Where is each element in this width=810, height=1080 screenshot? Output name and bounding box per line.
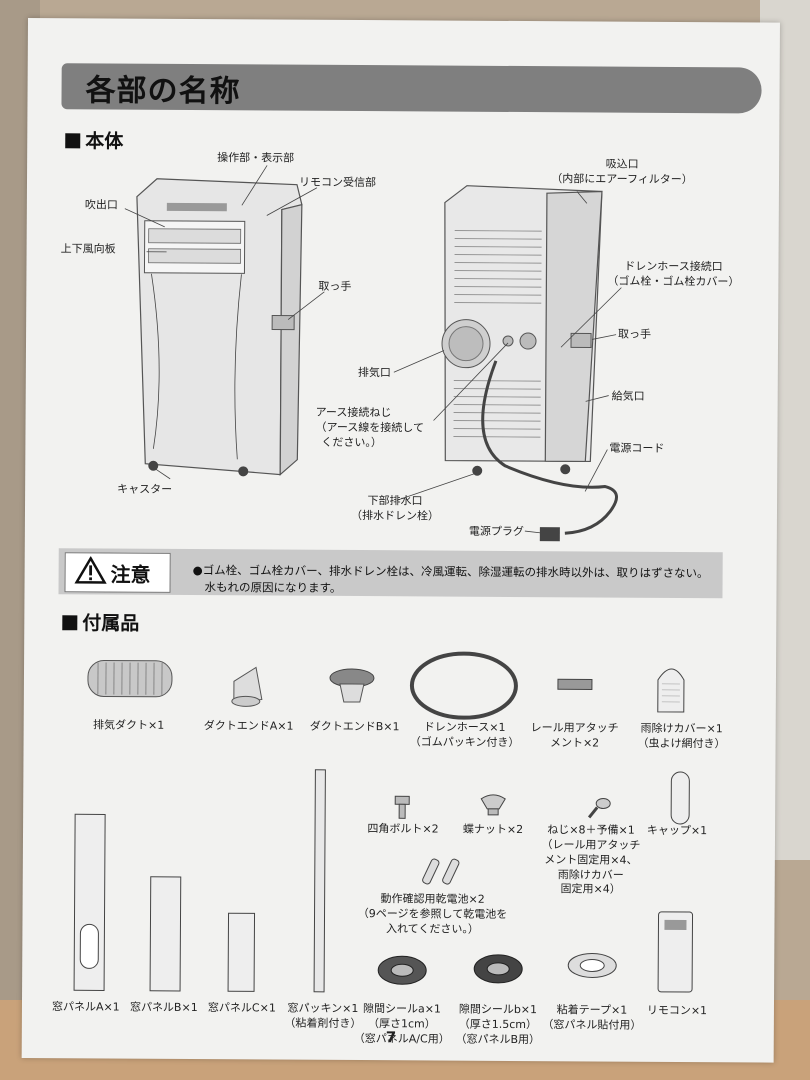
caution-text: ●ゴム栓、ゴム栓カバー、排水ドレン栓は、冷風運転、除湿運転の排水時以外は、取りは…	[192, 563, 709, 595]
window-panel-a-drawing	[73, 813, 106, 991]
screw-drawing	[587, 798, 611, 819]
exhaust-duct-drawing	[87, 659, 173, 698]
label-remote-receiver: リモコン受信部	[298, 175, 377, 190]
rail-attachment-drawing	[557, 678, 593, 690]
window-panel-c-drawing	[227, 912, 256, 992]
label-exhaust: 排気口	[357, 366, 391, 380]
acc-gap-seal-b: 隙間シールb×1 （厚さ1.5cm） （窓パネルB用）	[455, 1002, 541, 1046]
remote-drawing	[657, 911, 694, 993]
label-supply: 給気口	[611, 389, 645, 403]
label-control-panel: 操作部・表示部	[217, 151, 295, 165]
acc-window-panel-c: 窓パネルC×1	[207, 1001, 276, 1015]
label-outlet: 吹出口	[84, 198, 118, 212]
acc-duct-end-a: ダクトエンドA×1	[203, 719, 294, 733]
acc-wing-nut: 蝶ナット×2	[462, 822, 524, 837]
acc-remote: リモコン×1	[646, 1003, 708, 1018]
label-bottom-drain: 下部排水口 （排水ドレン栓）	[350, 494, 440, 523]
duct-end-a-drawing	[231, 666, 263, 707]
drain-hose-drawing	[409, 651, 518, 720]
acc-drain-hose: ドレンホース×1 （ゴムパッキン付き）	[409, 720, 520, 749]
label-back-handle: 取っ手	[618, 327, 652, 341]
adhesive-tape-drawing	[567, 952, 617, 978]
label-ground-screw: アース接続ねじ （アース線を接続して ください。）	[315, 405, 425, 449]
label-power-plug: 電源プラグ	[468, 524, 524, 539]
acc-screws: ねじ×8＋予備×1 （レール用アタッチ メント固定用×4、 雨除けカバー 固定用…	[541, 823, 641, 897]
acc-cap: キャップ×1	[646, 823, 708, 838]
front-unit-drawing	[136, 178, 303, 477]
label-drain-hose-port: ドレンホース接続口 （ゴム栓・ゴム栓カバー）	[607, 259, 740, 289]
acc-duct-end-b: ダクトエンドB×1	[309, 719, 400, 734]
acc-window-panel-a: 窓パネルA×1	[51, 1000, 120, 1014]
wing-nut-drawing	[480, 794, 506, 816]
acc-window-panel-b: 窓パネルB×1	[129, 1000, 198, 1015]
acc-exhaust-duct: 排気ダクト×1	[93, 718, 165, 732]
label-front-handle: 取っ手	[318, 279, 352, 293]
acc-rail-attachment: レール用アタッチ メント×2	[530, 721, 619, 750]
manual-page: 各部の名称 本体	[21, 18, 780, 1063]
cap-drawing	[670, 771, 690, 825]
label-power-cord: 電源コード	[609, 441, 665, 455]
window-panel-b-drawing	[149, 876, 182, 992]
window-packing-drawing	[313, 769, 326, 993]
duct-end-b-drawing	[329, 668, 375, 703]
label-louver: 上下風向板	[60, 242, 116, 256]
acc-square-bolt: 四角ボルト×2	[367, 822, 439, 836]
page-number: 7	[385, 1028, 397, 1047]
acc-gap-seal-a: 隙間シールa×1 （厚さ1cm） （窓パネルA/C用）	[353, 1002, 450, 1046]
batteries-drawing	[422, 858, 460, 885]
rain-cover-drawing	[657, 668, 685, 713]
gap-seal-a-drawing	[377, 955, 427, 985]
acc-adhesive-tape: 粘着テープ×1 （窓パネル貼付用）	[542, 1003, 642, 1032]
unit-illustrations	[124, 165, 622, 542]
back-unit-drawing	[441, 185, 618, 542]
square-bolt-drawing	[394, 795, 410, 819]
acc-batteries: 動作確認用乾電池×2 （9ページを参照して乾電池を 入れてください。）	[357, 892, 508, 936]
warning-triangle-icon	[74, 556, 107, 584]
acc-rain-cover: 雨除けカバー×1 （虫よけ網付き）	[637, 721, 726, 751]
label-caster: キャスター	[117, 482, 173, 496]
label-intake-top: 吸込口 （内部にエアーフィルター）	[551, 157, 693, 186]
gap-seal-b-drawing	[473, 954, 523, 984]
caution-heading: 注意	[110, 562, 151, 587]
accessory-illustrations	[73, 651, 694, 993]
